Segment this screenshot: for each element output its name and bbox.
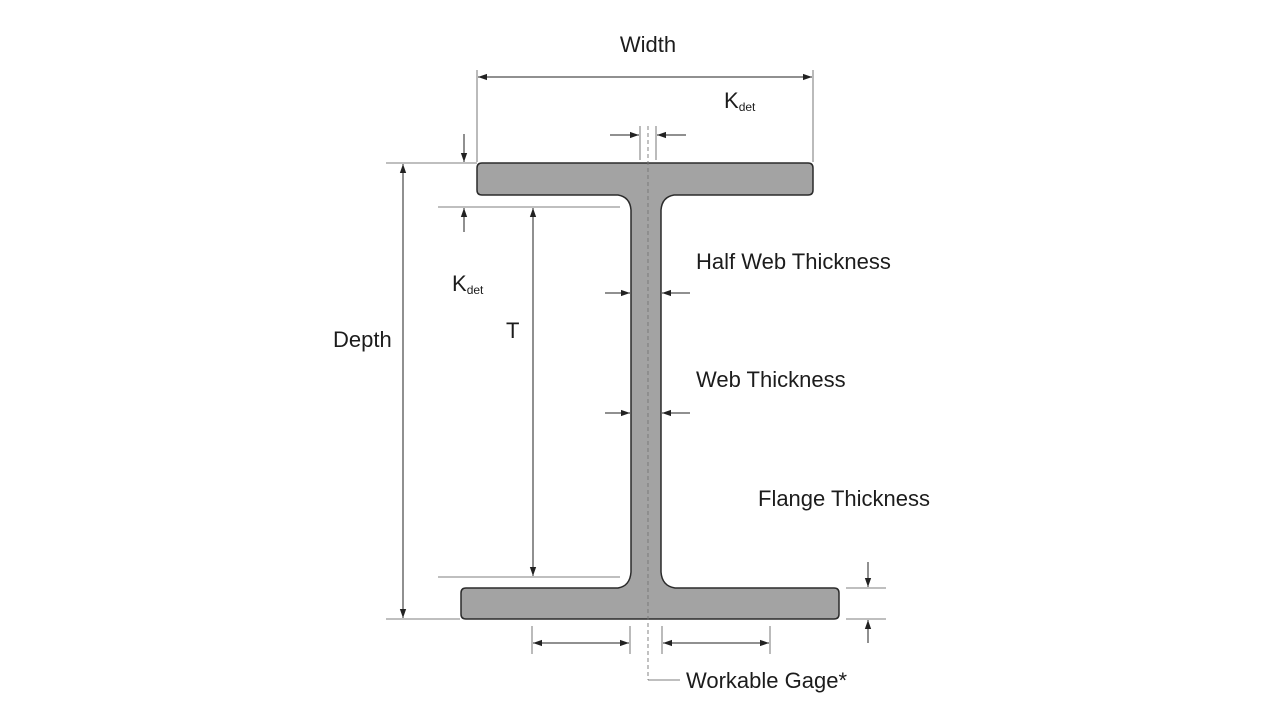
i-beam-section (460, 162, 840, 620)
top-flange-tick (386, 134, 477, 164)
kdet-top-label: Kdet (724, 88, 756, 114)
kdet-left-label: Kdet (452, 271, 484, 297)
workable-gage-dimension (531, 626, 771, 654)
web-thickness-label: Web Thickness (696, 367, 846, 392)
kdet-left-dimension (438, 206, 620, 232)
kdet-top-main: K (724, 88, 739, 113)
half-web-thickness-label: Half Web Thickness (696, 249, 891, 274)
t-dimension (438, 208, 620, 578)
kdet-top-sub: det (739, 100, 756, 114)
workable-gage-label: Workable Gage* (686, 668, 847, 693)
depth-label: Depth (333, 327, 392, 352)
flange-thickness-label: Flange Thickness (758, 486, 930, 511)
flange-thickness-dimension (846, 562, 886, 643)
kdet-left-sub: det (467, 283, 484, 297)
kdet-top-dimension (610, 126, 686, 160)
t-label: T (506, 318, 519, 343)
width-label: Width (620, 32, 676, 57)
kdet-left-main: K (452, 271, 467, 296)
width-dimension (476, 70, 814, 162)
depth-dimension (386, 164, 460, 620)
